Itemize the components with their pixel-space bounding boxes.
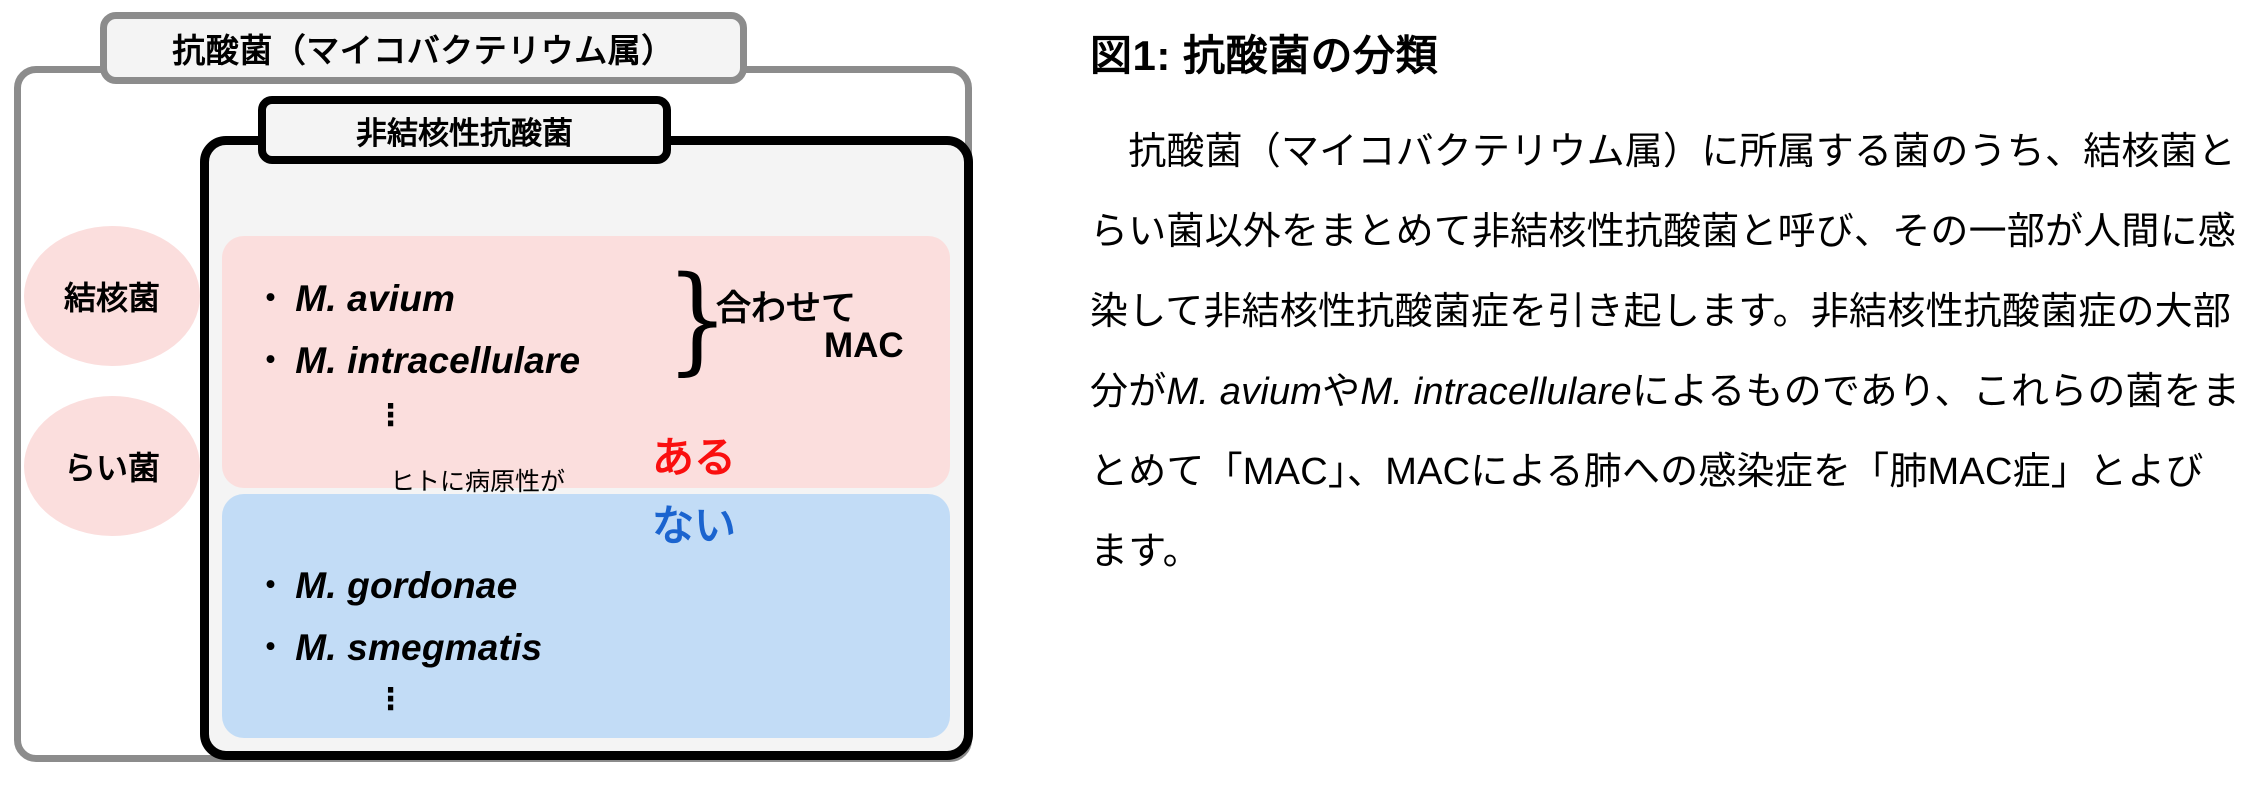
ellipse-tuberculosis-label: 結核菌 bbox=[63, 280, 160, 316]
pathogenicity-yes-label: ある bbox=[652, 434, 737, 481]
pathogenicity-question-label: ヒトに病原性が bbox=[390, 468, 566, 496]
pathogenic-list-ellipsis: ⋮ bbox=[374, 398, 407, 433]
article-text-segment: によるものであり、これらの菌をまとめて「MAC」、MACによる肺への感染症を「肺… bbox=[1090, 371, 2241, 573]
bullet-icon: ・ bbox=[252, 278, 290, 319]
pathogenicity-no-label: ない bbox=[652, 502, 737, 549]
bullet-icon: ・ bbox=[252, 627, 290, 668]
article-italic-species-1: M. avium bbox=[1166, 371, 1323, 413]
article-text-segment: や bbox=[1322, 371, 1361, 413]
inner-frame-title: 非結核性抗酸菌 bbox=[258, 96, 671, 164]
species-name: M. smegmatis bbox=[295, 627, 543, 668]
nonpathogenic-species-panel bbox=[222, 494, 950, 738]
pathogenic-species-panel bbox=[222, 236, 950, 488]
curly-brace-icon: } bbox=[666, 252, 729, 387]
species-name: M. intracellulare bbox=[295, 340, 581, 381]
mycobacteria-classification-diagram: 抗酸菌（マイコバクテリウム属） 結核菌 らい菌 非結核性抗酸菌 ・M. aviu… bbox=[0, 0, 1020, 794]
article-panel: 図1: 抗酸菌の分類 抗酸菌（マイコバクテリウム属）に所属する菌のうち、結核菌と… bbox=[1090, 0, 2241, 794]
species-name: M. avium bbox=[295, 278, 456, 319]
article-italic-species-2: M. intracellulare bbox=[1360, 371, 1632, 413]
species-item-m-gordonae: ・M. gordonae bbox=[252, 555, 517, 609]
mac-group-label: MAC bbox=[824, 326, 904, 365]
species-name: M. gordonae bbox=[295, 565, 518, 606]
ellipse-leprosy: らい菌 bbox=[24, 396, 200, 536]
article-body: 抗酸菌（マイコバクテリウム属）に所属する菌のうち、結核菌とらい菌以外をまとめて非… bbox=[1090, 112, 2241, 592]
species-item-m-intracellulare: ・M. intracellulare bbox=[252, 330, 580, 384]
article-paragraph: 抗酸菌（マイコバクテリウム属）に所属する菌のうち、結核菌とらい菌以外をまとめて非… bbox=[1090, 112, 2241, 592]
outer-frame-title: 抗酸菌（マイコバクテリウム属） bbox=[100, 12, 747, 84]
bullet-icon: ・ bbox=[252, 565, 290, 606]
figure-caption-title: 図1: 抗酸菌の分類 bbox=[1090, 32, 1439, 79]
mac-together-label: 合わせて bbox=[716, 289, 857, 328]
nonpathogenic-list-ellipsis: ⋮ bbox=[374, 682, 407, 717]
species-item-m-avium: ・M. avium bbox=[252, 268, 455, 322]
article-text-segment: 抗酸菌（マイコバクテリウム属）に所属する菌のうち、結核菌とらい菌以外をまとめて非… bbox=[1090, 131, 2237, 413]
bullet-icon: ・ bbox=[252, 340, 290, 381]
ellipse-tuberculosis: 結核菌 bbox=[24, 226, 200, 366]
ellipse-leprosy-label: らい菌 bbox=[63, 450, 160, 486]
species-item-m-smegmatis: ・M. smegmatis bbox=[252, 617, 542, 671]
